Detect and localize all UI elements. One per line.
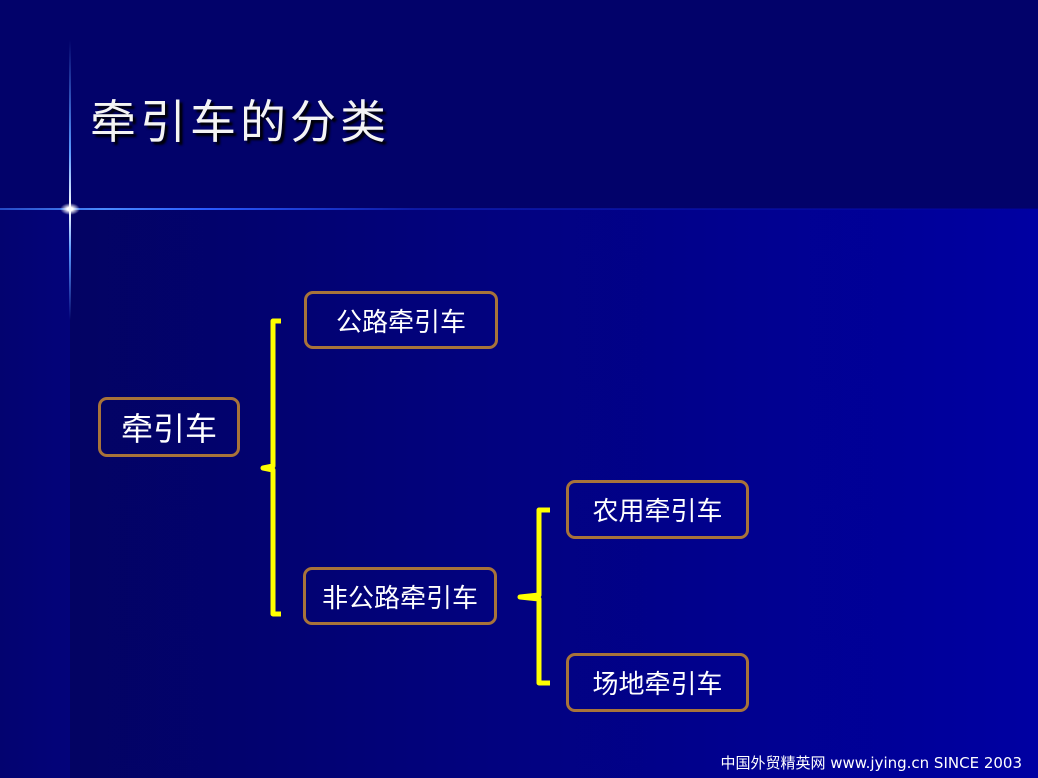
node-road: 公路牵引车: [304, 291, 498, 349]
node-offroad: 非公路牵引车: [303, 567, 497, 625]
title-band: [0, 0, 1038, 209]
node-yard: 场地牵引车: [566, 653, 749, 712]
bracket-root: [260, 318, 281, 617]
node-root: 牵引车: [98, 397, 240, 457]
slide-title: 牵引车的分类: [90, 95, 390, 149]
left-strip: [0, 209, 70, 778]
divider-line: [0, 208, 1038, 210]
vertical-accent-line: [69, 40, 71, 320]
sparkle-accent: [60, 203, 80, 215]
footer-watermark: 中国外贸精英网 www.jying.cn SINCE 2003: [720, 754, 1022, 772]
bracket-offroad: [517, 507, 550, 686]
node-agri: 农用牵引车: [566, 480, 749, 539]
